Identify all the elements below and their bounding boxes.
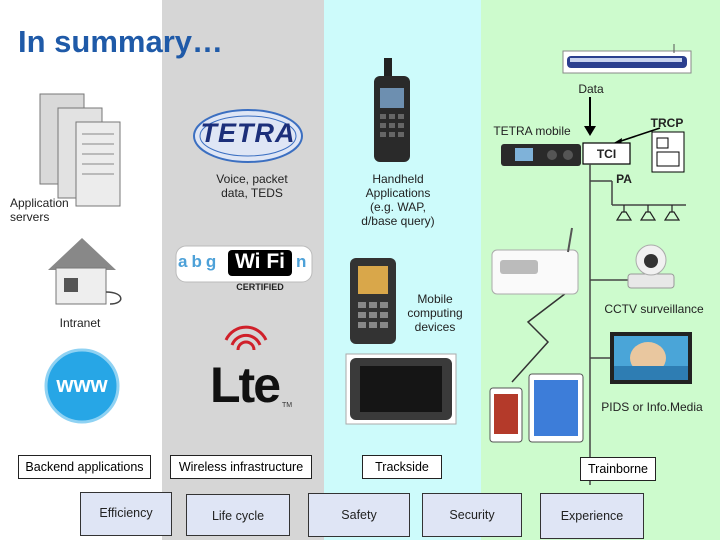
www-globe-icon <box>46 350 118 422</box>
tci-label: TCI <box>596 147 617 161</box>
footer-life-cycle: Life cycle <box>186 494 290 536</box>
cctv-label: CCTV surveillance <box>604 302 704 316</box>
cctv-camera <box>627 244 675 289</box>
tetra-logo-text: TETRA <box>200 118 296 148</box>
wireless-infrastructure-box: Wireless infrastructure <box>170 455 312 479</box>
wifi-logo-text: Wi Fi <box>235 250 285 273</box>
wifi-band-n: n <box>296 252 307 271</box>
mobile-computer <box>350 258 396 344</box>
tetra-handset <box>374 58 410 162</box>
trackside-box: Trackside <box>362 455 442 479</box>
footer-efficiency: Efficiency <box>80 492 172 536</box>
footer-security: Security <box>422 493 522 537</box>
rugged-tablet <box>345 353 457 425</box>
wifi-band-a: a <box>178 252 192 271</box>
pa-speakers <box>615 205 681 221</box>
footer-experience: Experience <box>540 493 644 539</box>
train-image <box>562 44 692 74</box>
pa-label: PA <box>616 172 632 186</box>
access-point <box>491 227 579 295</box>
tetra-mobile-console <box>501 144 581 166</box>
smartphone-tablet <box>489 373 584 443</box>
tetra-logo-image <box>193 109 303 163</box>
lte-logo-text: Lte <box>210 357 281 413</box>
footer-safety: Safety <box>308 493 410 537</box>
tetra-mobile-label: TETRA mobile <box>493 124 571 138</box>
trainborne-box: Trainborne <box>580 457 656 481</box>
server-rack-icons <box>39 93 121 207</box>
wifi-band-g: g <box>205 252 221 271</box>
trcp-label: TRCP <box>650 116 684 130</box>
wifi-certified-text: CERTIFIED <box>236 282 284 292</box>
wifi-band-b: b <box>191 252 206 271</box>
intranet-label: Intranet <box>59 316 101 330</box>
lte-waves <box>224 325 268 351</box>
page-title: In summary… <box>18 24 224 59</box>
data-label: Data <box>578 82 604 96</box>
intranet-house-icon <box>48 238 122 305</box>
backend-applications-box: Backend applications <box>18 455 151 479</box>
pids-label: PIDS or Info.Media <box>601 400 703 414</box>
www-logo-text: www <box>56 372 108 397</box>
lte-trademark: TM <box>282 402 293 409</box>
pids-screen <box>610 332 692 384</box>
